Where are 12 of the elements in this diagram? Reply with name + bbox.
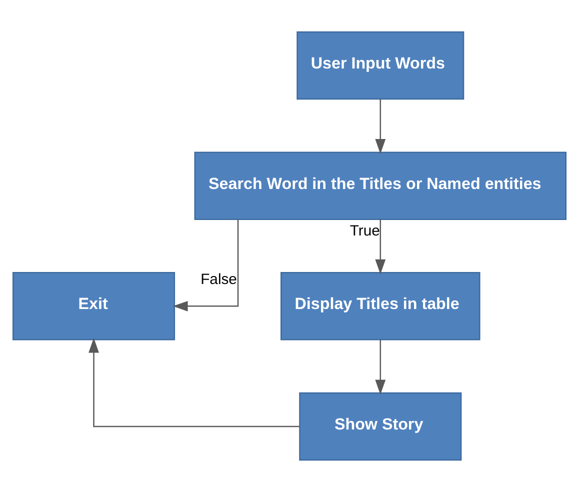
node-box: Exit	[12, 272, 176, 340]
edge-label: False	[200, 271, 237, 288]
node-box: Display Titles in table	[280, 272, 480, 340]
edge-label: True	[350, 222, 380, 239]
arrow	[88, 337, 300, 427]
arrow	[375, 98, 386, 154]
node-box: Search Word in the Titles or Named entities	[194, 151, 566, 220]
node-box: Show Story	[299, 392, 462, 460]
arrow	[375, 339, 386, 394]
arrow	[375, 218, 386, 274]
node-box: User Input Words	[296, 30, 464, 100]
arrow	[172, 218, 239, 311]
